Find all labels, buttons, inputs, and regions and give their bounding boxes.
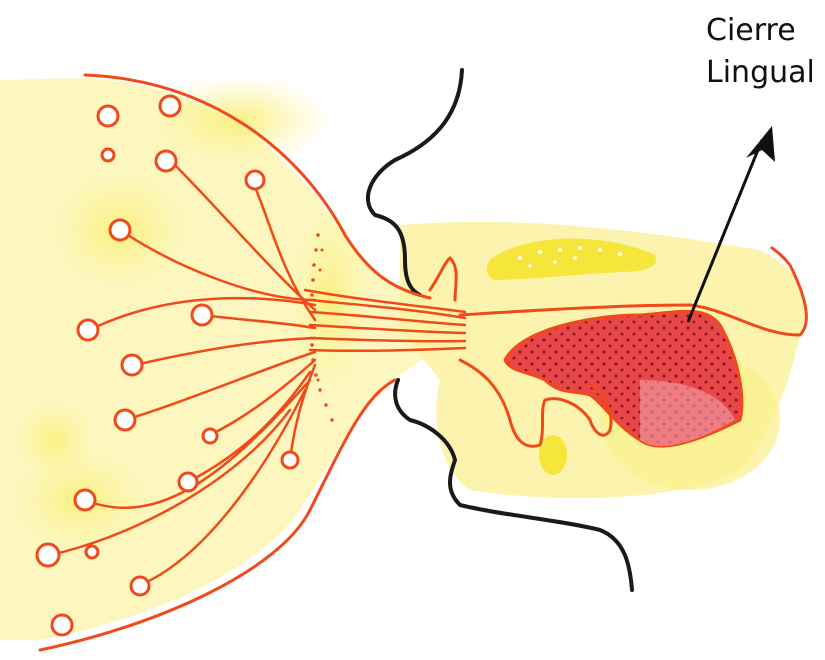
arrowhead-icon	[746, 126, 775, 162]
label-line-2: Lingual	[706, 52, 815, 94]
label-line-1: Cierre	[706, 10, 815, 52]
cierre-lingual-label: Cierre Lingual	[706, 10, 815, 94]
uvula-drop	[539, 435, 567, 475]
